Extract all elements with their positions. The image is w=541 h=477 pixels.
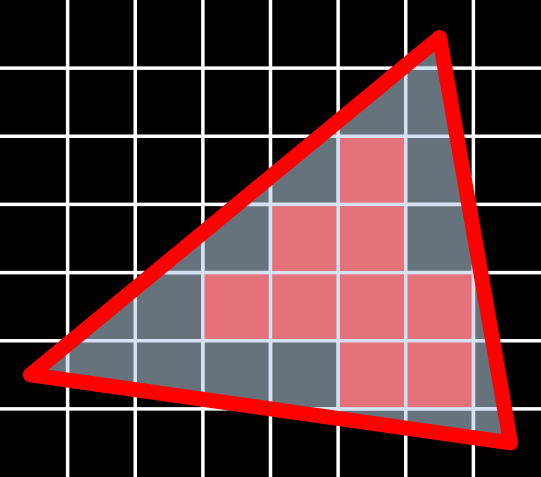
highlighted-pixel-cell: [407, 342, 472, 408]
highlighted-pixel-cell: [204, 274, 269, 339]
triangle-outline: [22, 29, 519, 451]
outline-layer: [22, 29, 519, 451]
highlighted-pixel-cell: [272, 206, 337, 271]
highlighted-pixel-cell: [339, 206, 404, 271]
highlighted-pixel-cell: [407, 274, 472, 339]
highlight-layer: [204, 138, 472, 408]
highlighted-pixel-cell: [339, 138, 404, 203]
highlighted-pixel-cell: [272, 274, 337, 339]
highlighted-pixel-cell: [339, 274, 404, 339]
highlighted-pixel-cell: [339, 342, 404, 408]
